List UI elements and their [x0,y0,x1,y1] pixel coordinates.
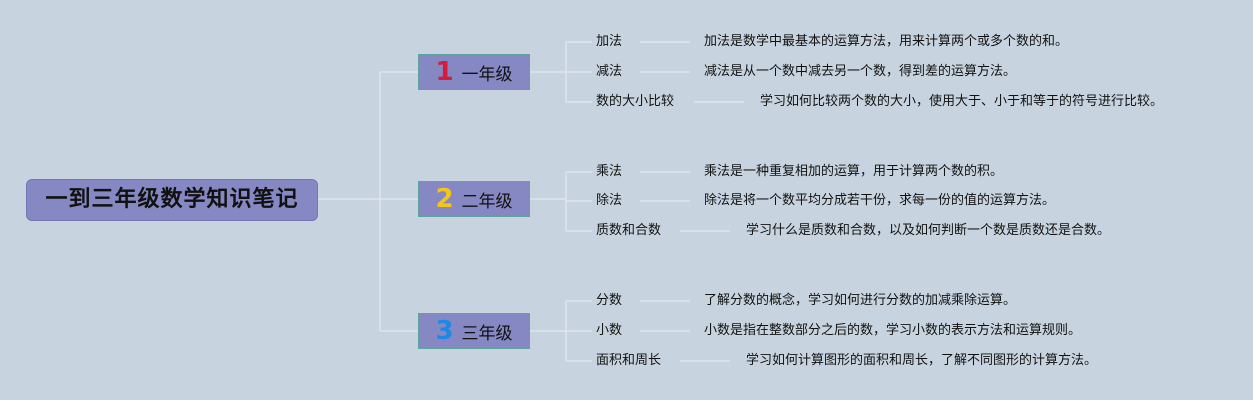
topic-node[interactable]: 减法 [596,64,623,79]
number-1-badge: 1 [435,57,454,87]
topic-node[interactable]: 乘法 [596,164,623,179]
topic-description: 学习如何计算图形的面积和周长，了解不同图形的计算方法。 [746,353,1098,368]
branch-label: 一年级 [461,64,513,85]
number-2-badge: 2 [435,184,454,214]
topic-node[interactable]: 分数 [596,293,623,308]
topic-node[interactable]: 面积和周长 [596,353,662,368]
topic-node[interactable]: 小数 [596,323,623,338]
connector-g1-trunk [530,42,567,102]
topic-description: 学习什么是质数和合数，以及如何判断一个数是质数还是合数。 [746,223,1111,238]
topic-description: 除法是将一个数平均分成若干份，求每一份的值的运算方法。 [704,193,1056,208]
topic-node[interactable]: 加法 [596,34,623,49]
topic-node[interactable]: 数的大小比较 [596,94,675,109]
topic-node[interactable]: 质数和合数 [596,223,662,238]
topic-description: 小数是指在整数部分之后的数，学习小数的表示方法和运算规则。 [704,323,1082,338]
number-3-badge: 3 [435,316,454,346]
branch-label: 三年级 [461,323,513,344]
branch-grade-2[interactable]: 2 二年级 [418,181,530,217]
connector-g3-trunk [530,301,567,361]
topic-description: 学习如何比较两个数的大小，使用大于、小于和等于的符号进行比较。 [760,94,1164,109]
root-node[interactable]: 一到三年级数学知识笔记 [26,179,318,221]
topic-description: 加法是数学中最基本的运算方法，用来计算两个或多个数的和。 [704,34,1069,49]
topic-description: 减法是从一个数中减去另一个数，得到差的运算方法。 [704,64,1017,79]
topic-node[interactable]: 除法 [596,193,623,208]
topic-description: 乘法是一种重复相加的运算，用于计算两个数的积。 [704,164,1004,179]
connector-g2-trunk [530,172,567,231]
branch-label: 二年级 [461,191,513,212]
branch-grade-1[interactable]: 1 一年级 [418,54,530,90]
branch-grade-3[interactable]: 3 三年级 [418,313,530,349]
topic-description: 了解分数的概念，学习如何进行分数的加减乘除运算。 [704,293,1017,308]
